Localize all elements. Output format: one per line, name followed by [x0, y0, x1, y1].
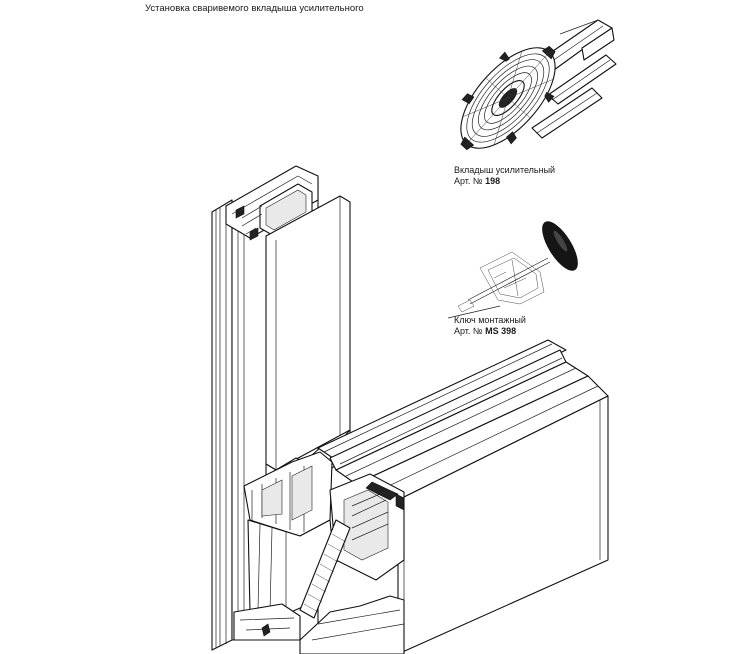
- horizontal-frame-profile: [299, 339, 609, 654]
- insert-art-prefix: Арт. №: [454, 176, 483, 186]
- leader-lines: [447, 305, 501, 319]
- reinforcing-insert-caption: Вкладыш усилительный Арт. № 198: [454, 165, 555, 187]
- key-art-prefix: Арт. №: [454, 326, 483, 336]
- vertical-frame-profile: [211, 165, 351, 651]
- mounting-key-illustration: [457, 221, 578, 313]
- key-name: Ключ монтажный: [454, 315, 526, 325]
- page-title: Установка сваривемого вкладыша усилитель…: [145, 3, 364, 14]
- insert-name: Вкладыш усилительный: [454, 165, 556, 175]
- mounting-key-caption: Ключ монтажный Арт. № MS 398: [454, 315, 526, 337]
- key-art-number: MS 398: [485, 326, 517, 336]
- insert-article: Арт. № 198: [454, 176, 555, 187]
- insert-art-number: 198: [485, 176, 501, 186]
- reinforcing-insert-illustration: [460, 19, 617, 151]
- key-article: Арт. № MS 398: [454, 326, 526, 337]
